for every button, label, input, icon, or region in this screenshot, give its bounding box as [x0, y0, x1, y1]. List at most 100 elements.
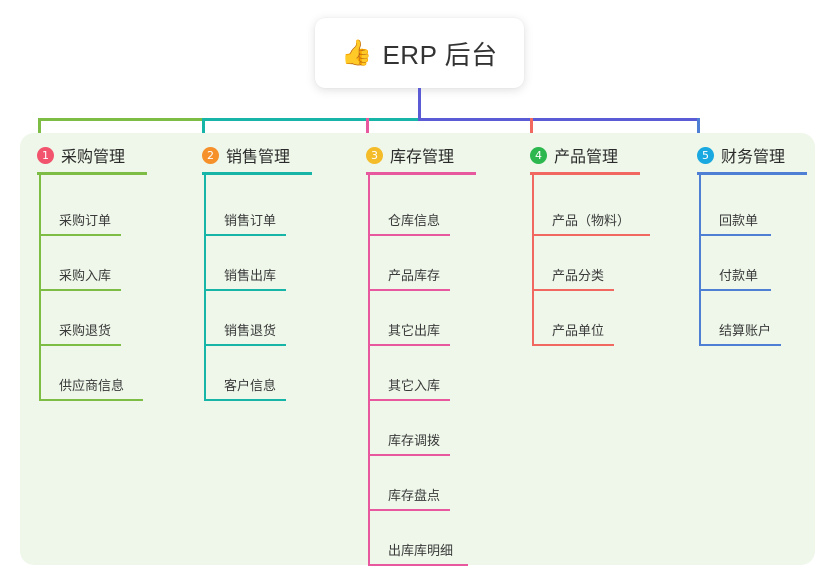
branch-number-badge: 4: [530, 146, 547, 164]
branch-item-label: 产品分类: [552, 268, 605, 283]
branch-item[interactable]: 付款单: [699, 261, 771, 291]
branch-item[interactable]: 采购订单: [39, 206, 121, 236]
branch-item-rule: [532, 289, 614, 291]
branch-title-label: 财务管理: [721, 149, 786, 166]
branch-item-rule: [39, 344, 121, 346]
branch-number-badge: 3: [366, 146, 383, 164]
branch-item-rule: [368, 454, 450, 456]
branch-item-label: 销售出库: [224, 268, 277, 283]
branch-item-label: 客户信息: [224, 378, 277, 393]
drop-line-1: [38, 118, 41, 146]
branch-item-rule: [368, 399, 450, 401]
branch-spine: [699, 174, 701, 346]
branch-item-rule: [699, 344, 781, 346]
branch-item[interactable]: 供应商信息: [39, 371, 143, 401]
branch-item-label: 库存盘点: [388, 488, 441, 503]
branch-item-label: 库存调拨: [388, 433, 441, 448]
branch-header-产品管理[interactable]: 4 产品管理: [530, 143, 618, 167]
branch-item[interactable]: 产品库存: [368, 261, 450, 291]
branch-item[interactable]: 销售出库: [204, 261, 286, 291]
branch-item-rule: [204, 344, 286, 346]
branch-item[interactable]: 库存调拨: [368, 426, 450, 456]
bus-segment-purple: [418, 118, 699, 121]
branch-item-rule: [368, 289, 450, 291]
branch-item-rule: [368, 234, 450, 236]
branch-header-rule: [530, 172, 640, 175]
branch-item-label: 采购入库: [59, 268, 112, 283]
branch-item[interactable]: 产品单位: [532, 316, 614, 346]
branch-header-采购管理[interactable]: 1 采购管理: [37, 143, 125, 167]
branch-item[interactable]: 客户信息: [204, 371, 286, 401]
branch-number-badge: 5: [697, 146, 714, 164]
branch-item-rule: [204, 289, 286, 291]
branch-item[interactable]: 其它出库: [368, 316, 450, 346]
branch-item-rule: [699, 234, 771, 236]
branch-item-rule: [39, 399, 143, 401]
branch-title-label: 产品管理: [554, 149, 619, 166]
branch-item-label: 仓库信息: [388, 213, 441, 228]
branch-header-rule: [37, 172, 147, 175]
branch-item-rule: [532, 344, 614, 346]
branch-header-rule: [366, 172, 476, 175]
branch-item-rule: [699, 289, 771, 291]
branch-item[interactable]: 库存盘点: [368, 481, 450, 511]
branch-title-label: 销售管理: [226, 149, 291, 166]
branch-spine: [532, 174, 534, 346]
branch-item-rule: [368, 564, 468, 566]
branch-item[interactable]: 产品分类: [532, 261, 614, 291]
branch-item-label: 回款单: [719, 213, 759, 228]
branch-header-财务管理[interactable]: 5 财务管理: [697, 143, 785, 167]
branch-item-label: 付款单: [719, 268, 759, 283]
branch-item[interactable]: 结算账户: [699, 316, 781, 346]
branch-item[interactable]: 其它入库: [368, 371, 450, 401]
root-node-erp-backend[interactable]: 👍 ERP 后台: [315, 18, 524, 88]
branch-item[interactable]: 回款单: [699, 206, 771, 236]
branch-item-rule: [204, 234, 286, 236]
root-stem-connector: [418, 88, 421, 120]
thumbs-up-emoji: 👍: [341, 38, 373, 67]
branch-item-label: 供应商信息: [59, 378, 125, 393]
branch-item-rule: [204, 399, 286, 401]
branch-spine: [39, 174, 41, 401]
branch-item[interactable]: 产品（物料）: [532, 206, 650, 236]
branch-item-label: 其它入库: [388, 378, 441, 393]
branch-item[interactable]: 采购入库: [39, 261, 121, 291]
page-title: ERP 后台: [382, 39, 498, 70]
branch-item[interactable]: 出库库明细: [368, 536, 468, 566]
branch-item-label: 销售退货: [224, 323, 277, 338]
branch-spine: [368, 174, 370, 566]
branch-item-label: 产品库存: [388, 268, 441, 283]
drop-line-3: [366, 118, 369, 146]
drop-line-4: [530, 118, 533, 146]
drop-line-2: [202, 118, 205, 146]
branch-item-label: 结算账户: [719, 323, 772, 338]
branch-item[interactable]: 仓库信息: [368, 206, 450, 236]
branch-item-label: 出库库明细: [388, 543, 454, 558]
drop-line-5: [697, 118, 700, 146]
branch-item-rule: [368, 509, 450, 511]
branch-item[interactable]: 销售订单: [204, 206, 286, 236]
branch-item-label: 产品（物料）: [552, 213, 631, 228]
bus-segment-green: [38, 118, 203, 121]
branch-item[interactable]: 采购退货: [39, 316, 121, 346]
branch-item-label: 销售订单: [224, 213, 277, 228]
branch-item-label: 采购订单: [59, 213, 112, 228]
branch-item-rule: [39, 289, 121, 291]
branch-item[interactable]: 销售退货: [204, 316, 286, 346]
bus-segment-teal: [202, 118, 418, 121]
branch-item-label: 采购退货: [59, 323, 112, 338]
branch-number-badge: 1: [37, 146, 54, 164]
branch-item-rule: [532, 234, 650, 236]
branch-spine: [204, 174, 206, 401]
branch-item-label: 产品单位: [552, 323, 605, 338]
branches-panel: 1 采购管理采购订单采购入库采购退货供应商信息 2 销售管理销售订单销售出库销售退货客…: [20, 133, 815, 566]
branch-number-badge: 2: [202, 146, 219, 164]
branch-header-rule: [697, 172, 807, 175]
branch-item-rule: [39, 234, 121, 236]
branch-header-销售管理[interactable]: 2 销售管理: [202, 143, 290, 167]
branch-header-rule: [202, 172, 312, 175]
branch-item-rule: [368, 344, 450, 346]
branch-title-label: 采购管理: [61, 149, 126, 166]
